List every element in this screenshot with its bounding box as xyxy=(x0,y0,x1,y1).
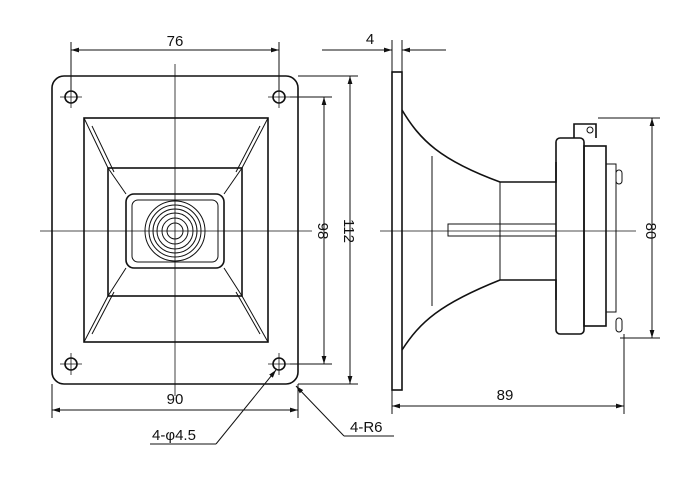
mounting-holes xyxy=(60,86,290,375)
dim-90-label: 90 xyxy=(167,391,184,408)
front-view: 76 90 98 112 4-φ4.5 4-R6 xyxy=(40,33,394,445)
horn-mouth-outline xyxy=(83,117,269,343)
dim-4-label: 4 xyxy=(366,31,374,48)
terminal-tab xyxy=(573,123,597,138)
dim-98-label: 98 xyxy=(314,223,331,240)
side-view: 4 80 89 xyxy=(322,31,660,414)
dim-76-label: 76 xyxy=(167,33,184,50)
hole-callout-label: 4-φ4.5 xyxy=(152,427,196,444)
dim-80-label: 80 xyxy=(642,223,659,240)
horn-flare xyxy=(401,109,557,351)
dim-89-label: 89 xyxy=(497,387,514,404)
driver-housing xyxy=(555,137,585,335)
dim-112-label: 112 xyxy=(340,219,357,243)
horn-shaft xyxy=(447,223,557,237)
corner-callout-label: 4-R6 xyxy=(350,419,383,436)
